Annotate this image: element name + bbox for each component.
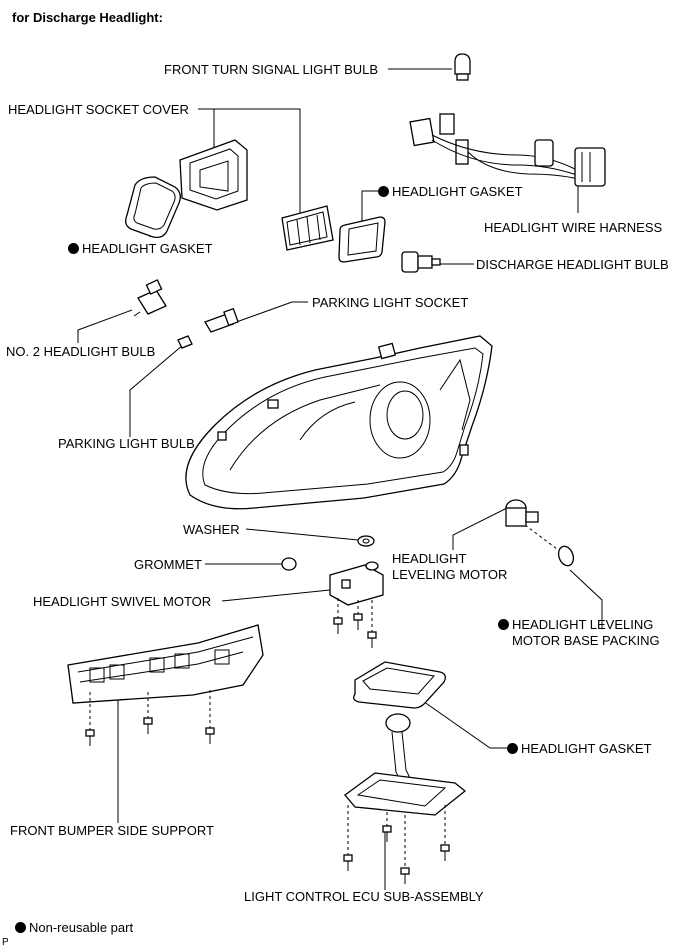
footer-code: P [2,937,9,948]
label-headlight-gasket-left: HEADLIGHT GASKET [68,241,213,256]
label-headlight-wire-harness: HEADLIGHT WIRE HARNESS [484,220,663,235]
front-bumper-side-support-drawing [67,624,264,730]
front-turn-signal-bulb-drawing [454,53,471,81]
washer-drawing [357,535,375,547]
label-discharge-headlight-bulb: DISCHARGE HEADLIGHT BULB [476,257,669,272]
label-leveling-motor-base-packing-2: MOTOR BASE PACKING [512,633,660,648]
label-no2-headlight-bulb: NO. 2 HEADLIGHT BULB [6,344,156,359]
no2-headlight-bulb-drawing [133,279,167,317]
swivel-motor-screws [333,613,377,648]
non-reusable-dot-icon [68,243,79,254]
non-reusable-dot-icon [15,922,26,933]
headlight-gasket-middle-drawing [338,216,386,263]
leveling-motor-base-packing-drawing [557,545,575,567]
grommet-drawing [281,557,297,571]
label-headlight-swivel-motor: HEADLIGHT SWIVEL MOTOR [33,594,212,609]
non-reusable-dot-icon [378,186,389,197]
parking-light-bulb-drawing [177,335,193,349]
non-reusable-dot-icon [498,619,509,630]
label-front-bumper-side-support: FRONT BUMPER SIDE SUPPORT [10,823,214,838]
page-title: for Discharge Headlight: [12,10,163,25]
label-headlight-gasket-bottom: HEADLIGHT GASKET [507,741,652,756]
label-washer: WASHER [183,522,240,537]
label-grommet: GROMMET [134,557,202,572]
parking-light-socket-drawing [204,307,239,333]
label-headlight-leveling-motor-2: LEVELING MOTOR [392,567,508,582]
light-control-ecu-drawing [344,713,467,868]
label-parking-light-bulb: PARKING LIGHT BULB [58,436,195,451]
label-headlight-socket-cover: HEADLIGHT SOCKET COVER [8,102,189,117]
label-headlight-gasket-top: HEADLIGHT GASKET [378,184,523,199]
headlight-swivel-motor-drawing [329,561,384,632]
headlight-leveling-motor-drawing [505,499,539,527]
legend-non-reusable: Non-reusable part [15,920,133,935]
headlight-wire-harness-drawing [409,113,606,187]
non-reusable-dot-icon [507,743,518,754]
bumper-support-screws [85,717,215,746]
headlight-socket-cover-drawing [179,139,248,211]
headlight-gasket-left-drawing [125,176,181,239]
label-headlight-leveling-motor-1: HEADLIGHT [392,551,467,566]
ecu-screws [343,825,450,884]
small-socket-cover-drawing [281,205,334,251]
headlight-assembly-drawing [185,335,493,510]
leader-lines [77,68,603,890]
label-front-turn-signal-light-bulb: FRONT TURN SIGNAL LIGHT BULB [164,62,379,77]
label-light-control-ecu: LIGHT CONTROL ECU SUB-ASSEMBLY [244,889,484,904]
label-leveling-motor-base-packing-1: HEADLIGHT LEVELING [498,617,653,632]
discharge-headlight-bulb-drawing [401,251,441,273]
headlight-gasket-bottom-drawing [353,661,446,709]
label-parking-light-socket: PARKING LIGHT SOCKET [312,295,469,310]
